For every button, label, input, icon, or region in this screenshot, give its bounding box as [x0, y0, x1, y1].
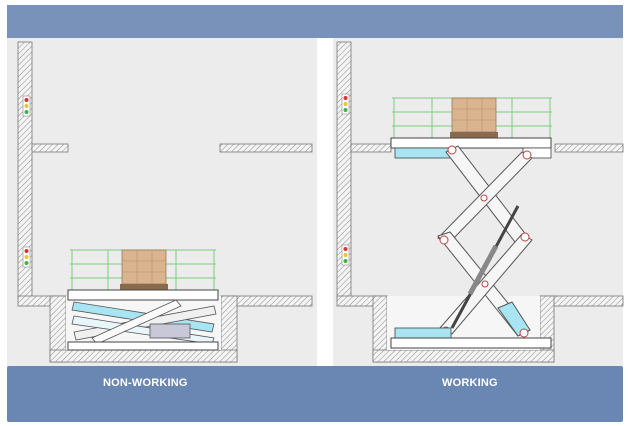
traffic-light-icon	[341, 93, 350, 115]
scissor-mechanism-folded	[71, 299, 217, 345]
caption-non-working: NON-WORKING	[103, 377, 188, 389]
caption-working: WORKING	[442, 377, 498, 389]
panel-non-working	[7, 38, 317, 366]
lift-platform	[390, 137, 552, 149]
traffic-light-icon	[341, 244, 350, 266]
lift-platform	[67, 289, 219, 301]
scissor-mechanism-extended	[437, 145, 533, 338]
traffic-light-icon	[22, 246, 31, 268]
header-band	[7, 5, 623, 38]
lift-base	[67, 341, 219, 351]
footer-band	[7, 366, 623, 422]
scissor-lift-diagram	[7, 38, 624, 366]
pallet-load	[450, 97, 498, 138]
pallet-load	[120, 249, 168, 290]
lift-base	[390, 337, 552, 349]
panel-working	[333, 38, 624, 366]
traffic-light-icon	[22, 95, 31, 117]
